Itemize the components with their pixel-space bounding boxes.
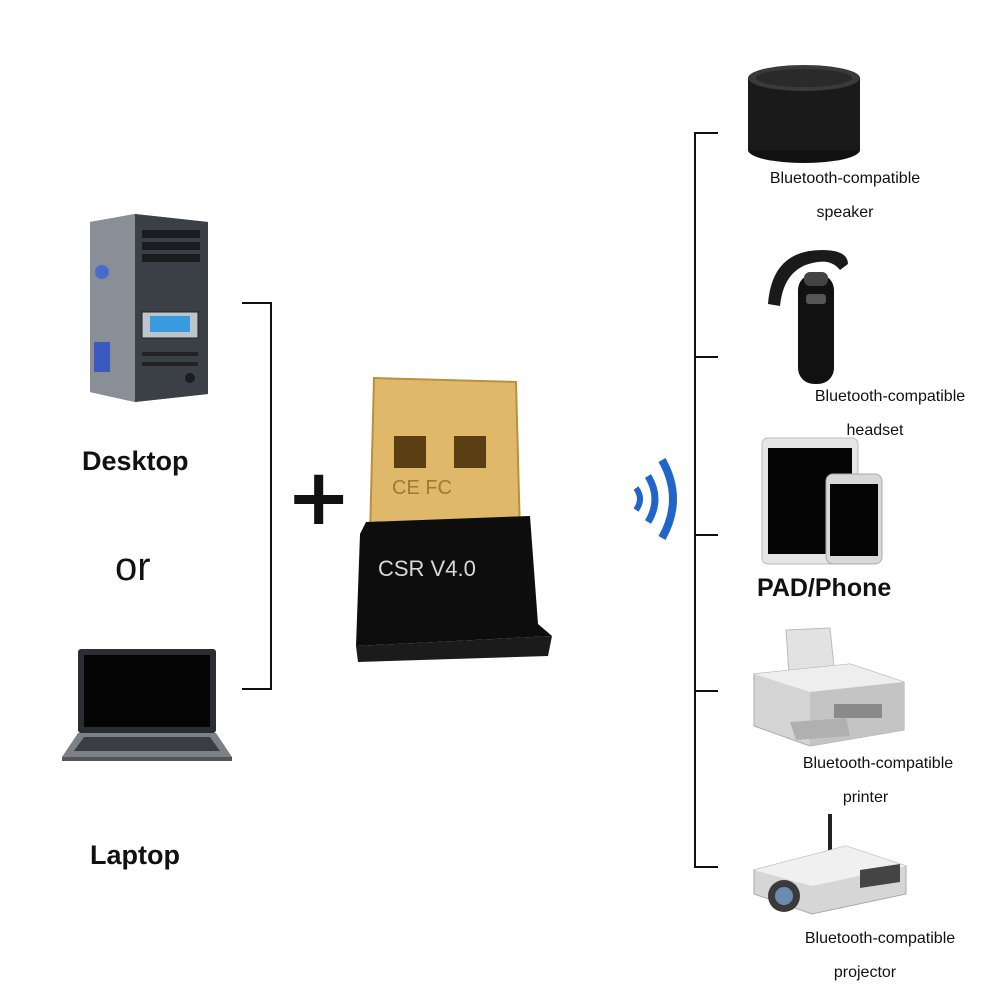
printer-label-line2: printer <box>842 789 889 806</box>
printer-icon <box>753 627 905 747</box>
laptop-icon <box>62 649 232 761</box>
speaker-label-line1: Bluetooth-compatible <box>769 170 921 187</box>
left-bracket-bottom <box>242 688 272 690</box>
right-bracket-tick-5 <box>694 866 718 868</box>
headset-icon <box>768 250 848 384</box>
headset-label: Bluetooth-compatible headset <box>790 380 990 448</box>
laptop-label: Laptop <box>90 840 180 870</box>
pad-phone-label: PAD/Phone <box>757 574 892 602</box>
left-bracket-vertical <box>270 302 272 690</box>
speaker-label: Bluetooth-compatible speaker <box>740 162 950 230</box>
right-bracket-tick-2 <box>694 356 718 358</box>
speaker-icon <box>748 65 860 163</box>
or-label: or <box>115 545 151 589</box>
projector-icon <box>753 814 907 915</box>
usb-bluetooth-adapter: CE FC CSR V4.0 <box>356 376 552 662</box>
cert-marks: CE FC <box>392 477 452 499</box>
right-bracket-tick-3 <box>694 534 718 536</box>
printer-label: Bluetooth-compatible printer <box>778 747 978 815</box>
right-bracket-vertical <box>694 132 696 868</box>
projector-label-line2: projector <box>833 964 897 981</box>
tablet-phone-icon <box>761 437 883 565</box>
plus-symbol: + <box>286 453 352 543</box>
adapter-model-text: CSR V4.0 <box>378 556 476 581</box>
headset-label-line1: Bluetooth-compatible <box>814 388 966 405</box>
headset-label-line2: headset <box>846 422 904 439</box>
right-bracket-tick-4 <box>694 690 718 692</box>
wifi-signal-icon <box>633 458 677 540</box>
speaker-label-line2: speaker <box>816 204 874 221</box>
left-bracket-top <box>242 302 272 304</box>
desktop-label: Desktop <box>82 446 189 476</box>
desktop-tower-icon <box>90 214 208 402</box>
printer-label-line1: Bluetooth-compatible <box>802 755 954 772</box>
projector-label: Bluetooth-compatible projector <box>780 922 980 990</box>
right-bracket-tick-1 <box>694 132 718 134</box>
projector-label-line1: Bluetooth-compatible <box>804 930 956 947</box>
